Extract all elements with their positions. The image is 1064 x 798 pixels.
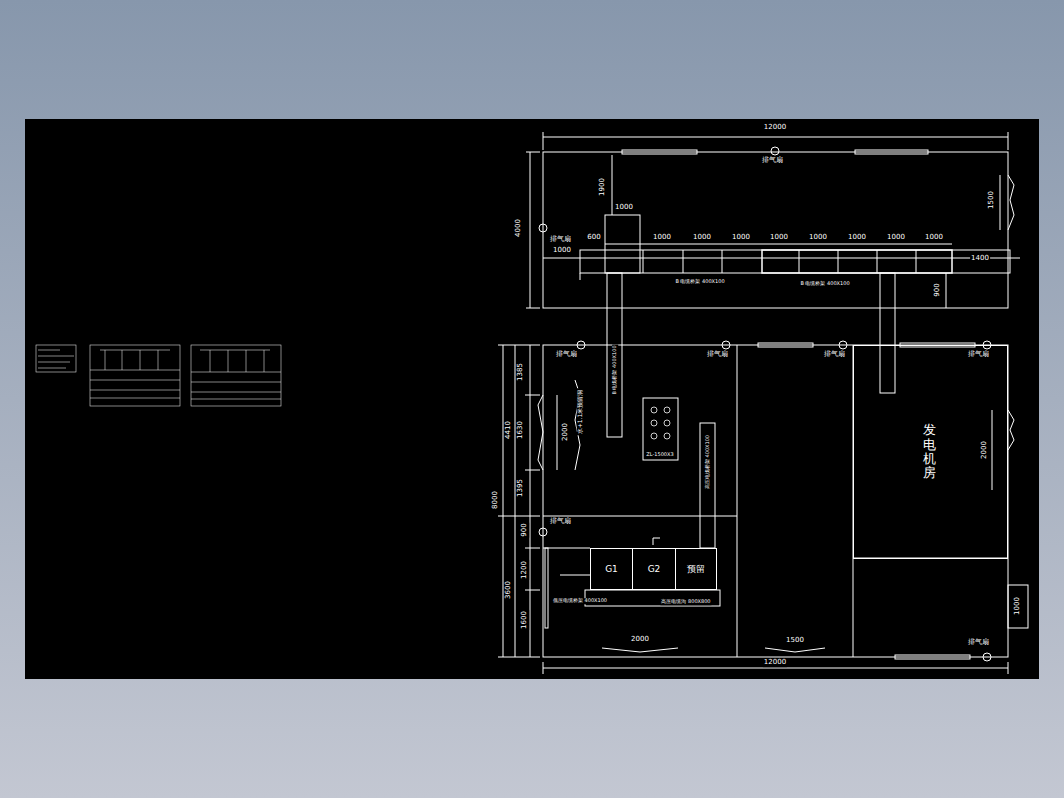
annotation-text: 高压电缆桥架 400X100 [705,434,711,490]
switch-cabinet: G2 [632,548,676,590]
dimension-text: 1600 [521,610,529,630]
dimension-text: 12000 [763,124,787,132]
dimension-text: 1000 [847,234,867,242]
annotation-text: 排气扇 [823,351,846,359]
drawing-sheet [25,119,1039,679]
annotation-text: 排气扇 [761,157,784,165]
dimension-text: 1200 [521,560,529,580]
dimension-text: 1000 [769,234,789,242]
dimension-text: 1000 [614,204,634,212]
dimension-text: 1395 [517,478,525,498]
annotation-text: ZL-1500X3 [645,452,674,458]
annotation-text: 排气扇 [555,351,578,359]
annotation-text: B 电缆桥架 400X100 [674,279,725,285]
cabinet-label: 预留 [687,563,705,576]
dimension-text: 12000 [763,659,787,667]
annotation-text: 水+1.1米预留洞 [577,389,584,436]
cabinet-label: G1 [605,564,618,574]
dimension-text: 1000 [924,234,944,242]
dimension-text: 3600 [505,580,513,600]
cabinet-label: G2 [648,564,661,574]
annotation-text: 排气扇 [549,236,572,244]
switch-cabinet: G1 [590,548,633,590]
dimension-text: 1385 [517,362,525,382]
dimension-text: 4000 [515,218,523,238]
dimension-text: 1000 [1014,596,1022,616]
dimension-text: 4410 [505,420,513,440]
dimension-text: 900 [934,282,942,297]
dimension-text: 2000 [981,440,989,460]
dimension-text: 1500 [785,637,805,645]
annotation-text: 排气扇 [967,639,990,647]
dimension-text: 1000 [808,234,828,242]
dimension-text: 1500 [988,190,996,210]
dimension-text: 1000 [692,234,712,242]
room-name: 发电机房 [923,423,936,480]
dimension-text: 1630 [517,420,525,440]
dimension-text: 1000 [731,234,751,242]
dimension-text: 2000 [630,636,650,644]
annotation-text: 高压电缆沟 800X800 [660,599,711,605]
dimension-text: 8000 [492,490,500,510]
annotation-text: B 电缆桥架 400X100 [612,344,618,395]
switch-cabinet: 预留 [675,548,717,590]
annotation-text: 低压电缆桥架 400X100 [552,598,608,604]
dimension-text: 1000 [552,247,572,255]
annotation-text: 排气扇 [706,351,729,359]
annotation-text: B 电缆桥架 400X100 [799,281,850,287]
generator-room: 发电机房 [853,345,1008,559]
dimension-text: 1400 [970,255,990,263]
dimension-text: 1000 [886,234,906,242]
annotation-text: 排气扇 [549,518,572,526]
annotation-text: 排气扇 [967,351,990,359]
dimension-text: 600 [586,234,601,242]
dimension-text: 1900 [599,177,607,197]
dimension-text: 2000 [562,422,570,442]
dimension-text: 900 [521,522,529,537]
dimension-text: 1000 [652,234,672,242]
